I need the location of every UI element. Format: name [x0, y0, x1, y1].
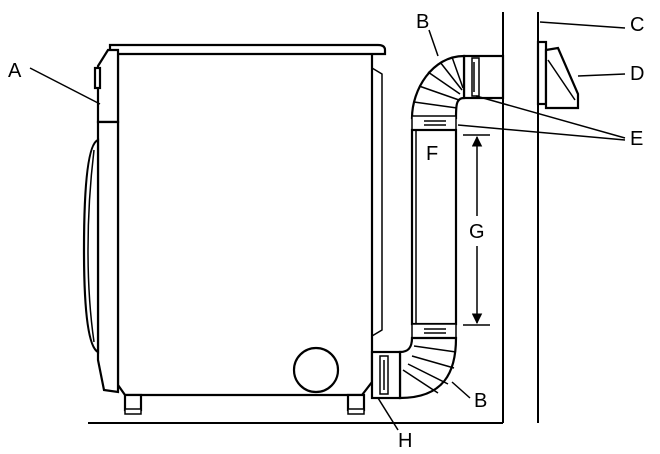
leader-lines — [29, 21, 626, 431]
wall — [502, 12, 539, 423]
dryer — [82, 43, 387, 415]
bottom-elbow — [398, 336, 458, 400]
vent-duct-system — [370, 54, 505, 400]
label-b-bottom: B — [474, 390, 487, 412]
label-g: G — [469, 221, 485, 243]
label-c: C — [630, 14, 644, 36]
straight-duct — [410, 128, 458, 326]
label-h: H — [398, 430, 412, 452]
dryer-exhaust-outlet — [292, 346, 340, 394]
label-f: F — [426, 143, 438, 165]
length-dimension-g — [463, 134, 490, 326]
label-d: D — [630, 63, 644, 85]
label-b-top: B — [416, 11, 429, 33]
exhaust-hood — [536, 40, 580, 110]
label-e: E — [630, 128, 643, 150]
label-a: A — [8, 60, 22, 82]
top-elbow — [410, 54, 466, 120]
